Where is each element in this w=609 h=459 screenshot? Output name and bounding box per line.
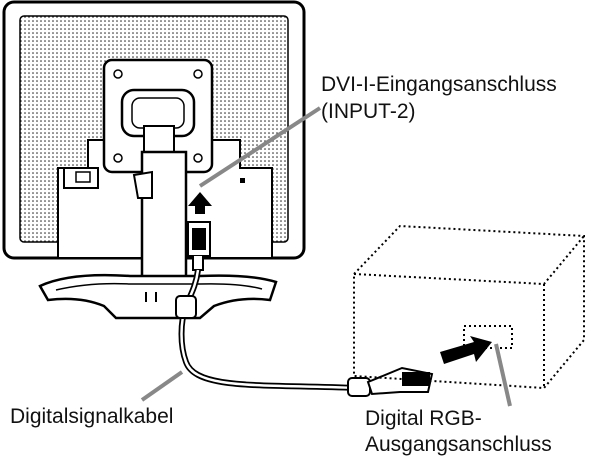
dvi-connector-label: DVI-I-Eingangsanschluss: [321, 73, 557, 96]
arrow-up-icon: [188, 192, 212, 214]
input-port-label: (INPUT-2): [321, 100, 416, 123]
cable-icon: [175, 221, 434, 397]
arrow-right-icon: [440, 336, 492, 364]
computer-box-icon: [353, 224, 585, 390]
rgb-output-label-line2: Ausgangsanschluss: [365, 433, 552, 456]
digital-cable-label: Digitalsignalkabel: [10, 405, 174, 428]
stand-icon: [38, 125, 278, 320]
rgb-output-label-line1: Digital RGB-: [365, 407, 482, 430]
leader-lines: [140, 106, 512, 407]
